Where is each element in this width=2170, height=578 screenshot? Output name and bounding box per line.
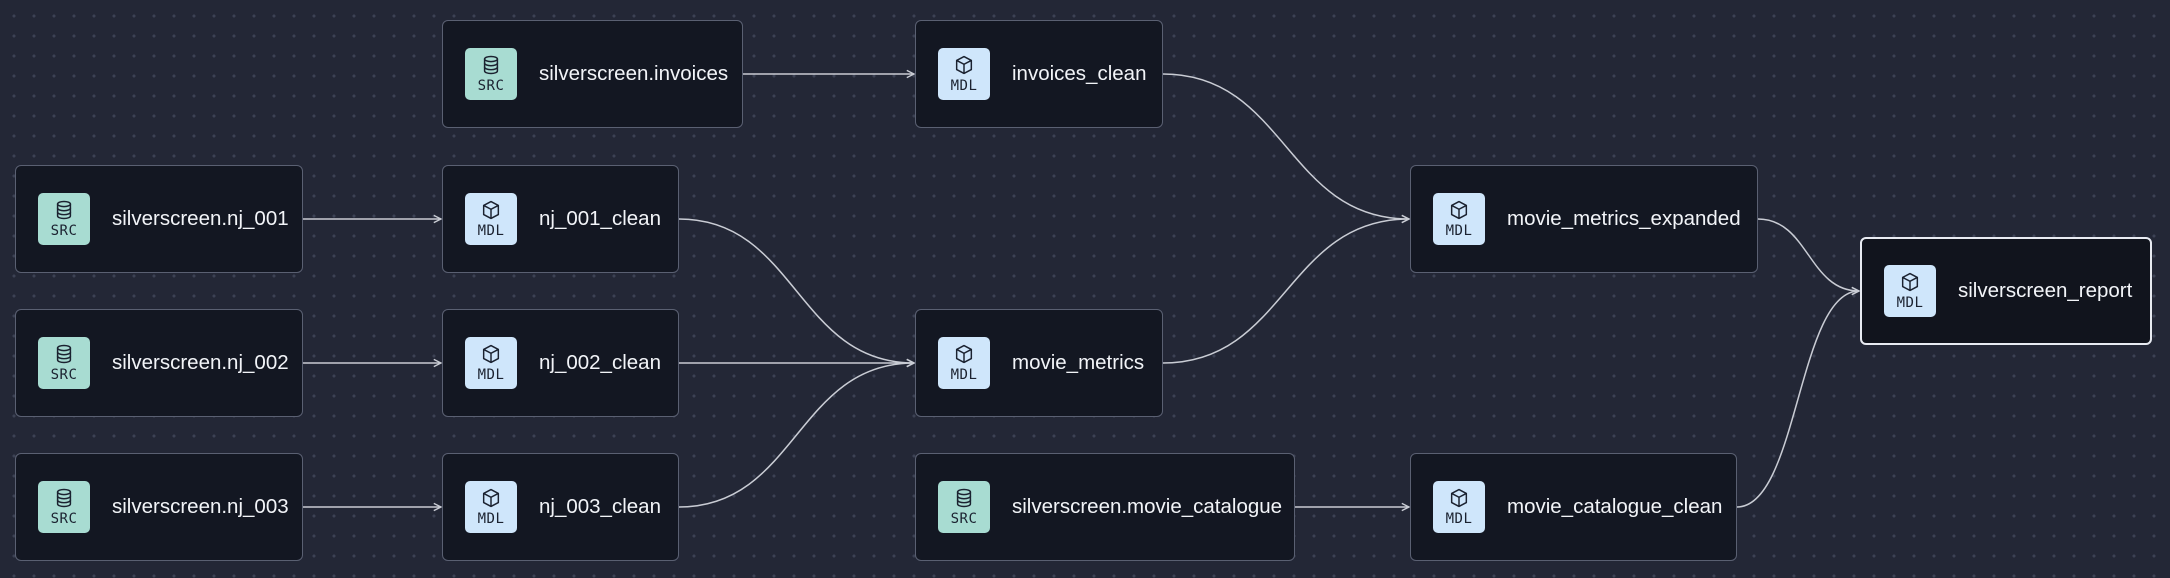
- database-icon: [53, 343, 75, 365]
- cube-icon: [480, 487, 502, 509]
- mdl-badge: MDL: [465, 481, 517, 533]
- node-type-tag: MDL: [950, 367, 978, 383]
- mdl-badge: MDL: [1884, 265, 1936, 317]
- mdl-badge: MDL: [938, 337, 990, 389]
- cube-icon: [480, 343, 502, 365]
- node-label: silverscreen.nj_003: [112, 495, 289, 518]
- node-label: invoices_clean: [1012, 62, 1147, 85]
- node-nj-002-clean[interactable]: MDL nj_002_clean: [442, 309, 679, 417]
- node-silverscreen-report[interactable]: MDL silverscreen_report: [1860, 237, 2152, 345]
- edge-movie-metrics-expanded-to-silverscreen-report: [1757, 218, 1859, 291]
- edge-invoices-clean-to-movie-metrics-expanded: [1162, 73, 1409, 219]
- node-type-tag: SRC: [477, 78, 505, 94]
- node-label: nj_003_clean: [539, 495, 661, 518]
- node-movie-metrics[interactable]: MDL movie_metrics: [915, 309, 1163, 417]
- node-label: silverscreen.movie_catalogue: [1012, 495, 1283, 518]
- edge-movie-catalogue-clean-to-silverscreen-report: [1736, 291, 1859, 508]
- mdl-badge: MDL: [465, 193, 517, 245]
- node-movie-catalogue-clean[interactable]: MDL movie_catalogue_clean: [1410, 453, 1737, 561]
- edge-movie-metrics-to-movie-metrics-expanded: [1162, 219, 1409, 364]
- cube-icon: [1448, 487, 1470, 509]
- cube-icon: [480, 199, 502, 221]
- node-movie-catalogue-src[interactable]: SRC silverscreen.movie_catalogue: [915, 453, 1295, 561]
- mdl-badge: MDL: [465, 337, 517, 389]
- mdl-badge: MDL: [1433, 481, 1485, 533]
- node-type-tag: MDL: [477, 223, 505, 239]
- node-label: nj_001_clean: [539, 207, 661, 230]
- node-nj-002-src[interactable]: SRC silverscreen.nj_002: [15, 309, 303, 417]
- edge-nj-003-clean-to-movie-metrics: [678, 363, 914, 508]
- mdl-badge: MDL: [1433, 193, 1485, 245]
- cube-icon: [1448, 199, 1470, 221]
- cube-icon: [1899, 271, 1921, 293]
- node-label: silverscreen.nj_001: [112, 207, 289, 230]
- database-icon: [480, 54, 502, 76]
- node-type-tag: MDL: [1445, 223, 1473, 239]
- node-nj-001-src[interactable]: SRC silverscreen.nj_001: [15, 165, 303, 273]
- cube-icon: [953, 54, 975, 76]
- node-label: movie_metrics: [1012, 351, 1145, 374]
- node-type-tag: SRC: [50, 223, 78, 239]
- node-type-tag: MDL: [1896, 295, 1924, 311]
- node-invoices-src[interactable]: SRC silverscreen.invoices: [442, 20, 743, 128]
- edge-nj-001-clean-to-movie-metrics: [678, 218, 914, 363]
- node-type-tag: MDL: [1445, 511, 1473, 527]
- database-icon: [53, 199, 75, 221]
- node-label: movie_metrics_expanded: [1507, 207, 1741, 230]
- node-invoices-clean[interactable]: MDL invoices_clean: [915, 20, 1163, 128]
- node-label: silverscreen_report: [1958, 279, 2133, 302]
- node-label: nj_002_clean: [539, 351, 661, 374]
- cube-icon: [953, 343, 975, 365]
- src-badge: SRC: [38, 193, 90, 245]
- node-type-tag: MDL: [477, 367, 505, 383]
- mdl-badge: MDL: [938, 48, 990, 100]
- src-badge: SRC: [38, 337, 90, 389]
- node-type-tag: SRC: [50, 511, 78, 527]
- node-type-tag: MDL: [950, 78, 978, 94]
- node-label: movie_catalogue_clean: [1507, 495, 1723, 518]
- src-badge: SRC: [938, 481, 990, 533]
- node-movie-metrics-expanded[interactable]: MDL movie_metrics_expanded: [1410, 165, 1758, 273]
- src-badge: SRC: [465, 48, 517, 100]
- node-label: silverscreen.nj_002: [112, 351, 289, 374]
- node-nj-003-clean[interactable]: MDL nj_003_clean: [442, 453, 679, 561]
- node-nj-003-src[interactable]: SRC silverscreen.nj_003: [15, 453, 303, 561]
- node-nj-001-clean[interactable]: MDL nj_001_clean: [442, 165, 679, 273]
- src-badge: SRC: [38, 481, 90, 533]
- node-label: silverscreen.invoices: [539, 62, 729, 85]
- node-type-tag: MDL: [477, 511, 505, 527]
- database-icon: [953, 487, 975, 509]
- database-icon: [53, 487, 75, 509]
- node-type-tag: SRC: [50, 367, 78, 383]
- node-type-tag: SRC: [950, 511, 978, 527]
